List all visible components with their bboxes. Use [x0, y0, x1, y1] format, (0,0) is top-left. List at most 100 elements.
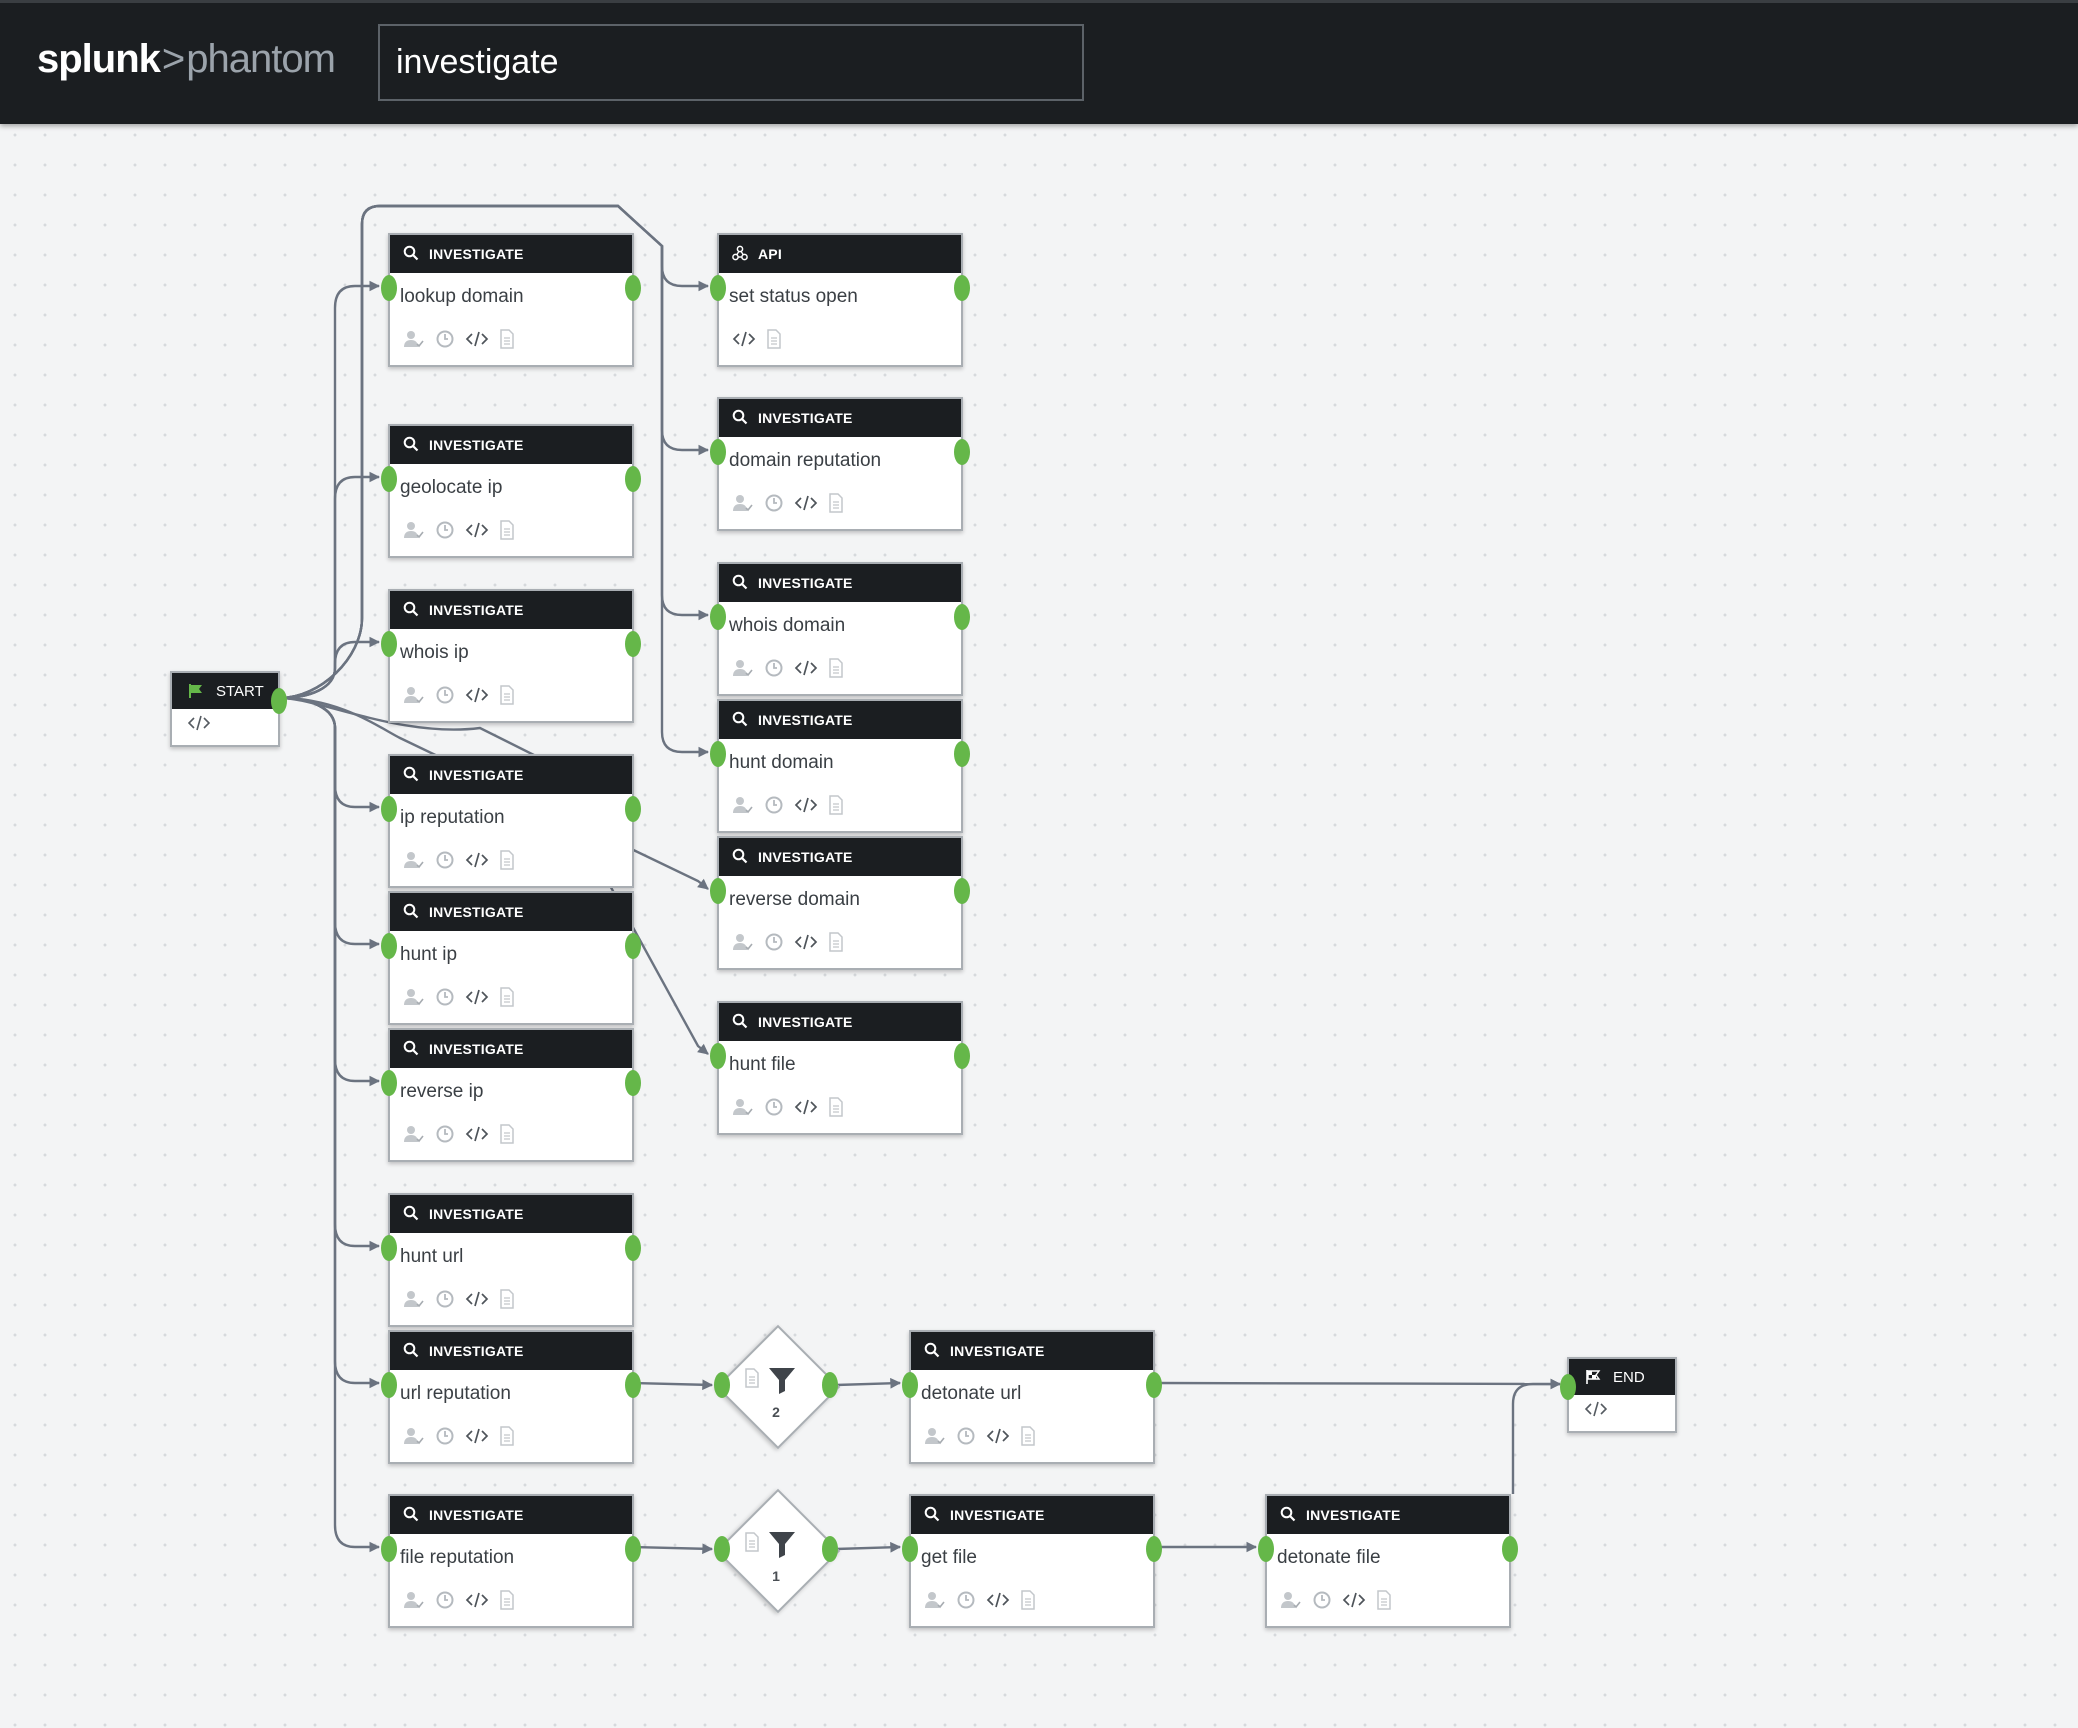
- clock-icon[interactable]: [435, 520, 455, 545]
- code-icon[interactable]: [465, 988, 489, 1011]
- input-port[interactable]: [902, 1536, 918, 1562]
- edge-start-to-lookup-domain[interactable]: [279, 280, 381, 700]
- edge-filter-1-to-detonate-url[interactable]: [835, 1377, 902, 1389]
- edge-filter-2-to-get-file[interactable]: [835, 1541, 902, 1553]
- output-port[interactable]: [1146, 1372, 1162, 1398]
- output-port[interactable]: [954, 1043, 970, 1069]
- user-icon[interactable]: [732, 932, 754, 957]
- input-port[interactable]: [714, 1372, 730, 1398]
- input-port[interactable]: [381, 1372, 397, 1398]
- document-icon[interactable]: [1376, 1590, 1392, 1615]
- document-icon[interactable]: [499, 1289, 515, 1314]
- clock-icon[interactable]: [435, 329, 455, 354]
- output-port[interactable]: [625, 631, 641, 657]
- start-output-port[interactable]: [271, 688, 287, 714]
- document-icon[interactable]: [499, 850, 515, 875]
- user-icon[interactable]: [732, 658, 754, 683]
- output-port[interactable]: [954, 878, 970, 904]
- clock-icon[interactable]: [435, 685, 455, 710]
- filter-node[interactable]: 2: [714, 1324, 841, 1450]
- output-port[interactable]: [954, 741, 970, 767]
- output-port[interactable]: [1146, 1536, 1162, 1562]
- document-icon[interactable]: [828, 493, 844, 518]
- user-icon[interactable]: [403, 987, 425, 1012]
- splunk-phantom-logo[interactable]: splunk>phantom: [37, 37, 336, 81]
- user-icon[interactable]: [403, 1590, 425, 1615]
- output-port[interactable]: [954, 439, 970, 465]
- playbook-name-input[interactable]: [378, 24, 1084, 101]
- document-icon[interactable]: [766, 329, 782, 354]
- code-icon[interactable]: [794, 494, 818, 517]
- edge-start-to-reverse-domain[interactable]: [279, 696, 709, 890]
- document-icon[interactable]: [499, 987, 515, 1012]
- output-port[interactable]: [954, 275, 970, 301]
- output-port[interactable]: [625, 796, 641, 822]
- clock-icon[interactable]: [764, 932, 784, 957]
- input-port[interactable]: [381, 631, 397, 657]
- document-icon[interactable]: [499, 1124, 515, 1149]
- edge-start-to-reverse-ip[interactable]: [279, 696, 381, 1087]
- document-icon[interactable]: [1020, 1590, 1036, 1615]
- edge-start-to-url-reputation[interactable]: [279, 696, 381, 1389]
- clock-icon[interactable]: [956, 1426, 976, 1451]
- output-port[interactable]: [625, 933, 641, 959]
- document-icon[interactable]: [828, 1097, 844, 1122]
- input-port[interactable]: [381, 933, 397, 959]
- input-port[interactable]: [381, 796, 397, 822]
- output-port[interactable]: [625, 1372, 641, 1398]
- user-icon[interactable]: [924, 1590, 946, 1615]
- edge-start-to-hunt-ip[interactable]: [279, 696, 381, 950]
- user-icon[interactable]: [403, 685, 425, 710]
- start-node[interactable]: START: [170, 671, 287, 747]
- code-icon[interactable]: [465, 1591, 489, 1614]
- output-port[interactable]: [625, 1536, 641, 1562]
- clock-icon[interactable]: [435, 1289, 455, 1314]
- output-port[interactable]: [822, 1536, 838, 1562]
- user-icon[interactable]: [1280, 1590, 1302, 1615]
- document-icon[interactable]: [499, 1426, 515, 1451]
- document-icon[interactable]: [499, 520, 515, 545]
- code-icon[interactable]: [465, 1125, 489, 1148]
- output-port[interactable]: [625, 466, 641, 492]
- input-port[interactable]: [714, 1536, 730, 1562]
- code-icon[interactable]: [465, 330, 489, 353]
- end-input-port[interactable]: [1560, 1374, 1576, 1400]
- document-icon[interactable]: [1020, 1426, 1036, 1451]
- input-port[interactable]: [710, 1043, 726, 1069]
- edge-url-reputation-to-filter-1[interactable]: [633, 1379, 714, 1391]
- code-icon[interactable]: [1342, 1591, 1366, 1614]
- code-icon[interactable]: [986, 1591, 1010, 1614]
- output-port[interactable]: [625, 275, 641, 301]
- document-icon[interactable]: [744, 1532, 760, 1557]
- clock-icon[interactable]: [764, 795, 784, 820]
- document-icon[interactable]: [499, 1590, 515, 1615]
- output-port[interactable]: [954, 604, 970, 630]
- user-icon[interactable]: [924, 1426, 946, 1451]
- input-port[interactable]: [710, 741, 726, 767]
- edge-file-reputation-to-filter-2[interactable]: [633, 1543, 714, 1555]
- code-icon[interactable]: [465, 1427, 489, 1450]
- user-icon[interactable]: [732, 493, 754, 518]
- user-icon[interactable]: [403, 1426, 425, 1451]
- output-port[interactable]: [625, 1070, 641, 1096]
- document-icon[interactable]: [828, 658, 844, 683]
- output-port[interactable]: [625, 1235, 641, 1261]
- input-port[interactable]: [381, 1070, 397, 1096]
- input-port[interactable]: [710, 439, 726, 465]
- document-icon[interactable]: [499, 329, 515, 354]
- clock-icon[interactable]: [1312, 1590, 1332, 1615]
- document-icon[interactable]: [828, 795, 844, 820]
- code-icon[interactable]: [986, 1427, 1010, 1450]
- code-icon[interactable]: [732, 330, 756, 353]
- output-port[interactable]: [822, 1372, 838, 1398]
